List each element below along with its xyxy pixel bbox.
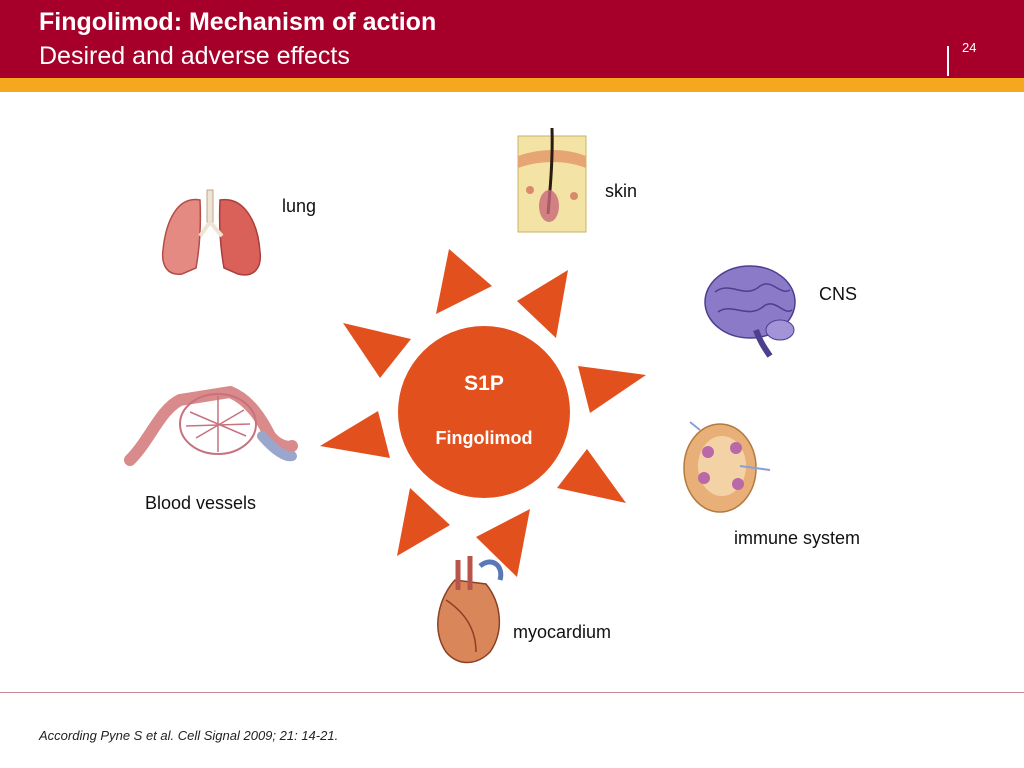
sun-ray bbox=[343, 323, 411, 378]
skin-illustration bbox=[517, 127, 587, 233]
sun-ray bbox=[578, 366, 646, 413]
lung-label: lung bbox=[282, 196, 317, 216]
slide-title: Fingolimod: Mechanism of action bbox=[39, 8, 437, 36]
sun-ray bbox=[557, 449, 626, 503]
sun-rays bbox=[320, 249, 646, 577]
footer-divider bbox=[0, 692, 1024, 693]
header-divider bbox=[947, 46, 949, 76]
myocardium-label: myocardium bbox=[513, 622, 612, 642]
cns-label: CNS bbox=[819, 284, 858, 304]
s1p-label: S1P bbox=[464, 372, 504, 395]
brain-illustration bbox=[704, 265, 796, 358]
sun-ray bbox=[397, 488, 450, 556]
header-bar: Fingolimod: Mechanism of action Desired … bbox=[0, 0, 1024, 78]
blood-vessel-illustration bbox=[124, 385, 298, 466]
fingolimod-label: Fingolimod bbox=[435, 428, 533, 448]
lung-illustration bbox=[161, 189, 262, 276]
sun-ray bbox=[476, 509, 530, 577]
sun-ray bbox=[436, 249, 492, 314]
sun-ray bbox=[517, 270, 568, 338]
skin-label: skin bbox=[605, 181, 638, 201]
immune-system-label: immune system bbox=[734, 528, 861, 548]
blood-vessels-label: Blood vessels bbox=[145, 493, 257, 513]
lymph-node-illustration bbox=[683, 421, 771, 513]
page-number: 24 bbox=[962, 40, 977, 55]
citation: According Pyne S et al. Cell Signal 2009… bbox=[39, 728, 339, 743]
slide-subtitle: Desired and adverse effects bbox=[39, 42, 350, 70]
accent-bar bbox=[0, 78, 1024, 92]
sun-core bbox=[398, 326, 570, 498]
heart-illustration bbox=[437, 556, 504, 664]
sun-ray bbox=[320, 411, 390, 458]
